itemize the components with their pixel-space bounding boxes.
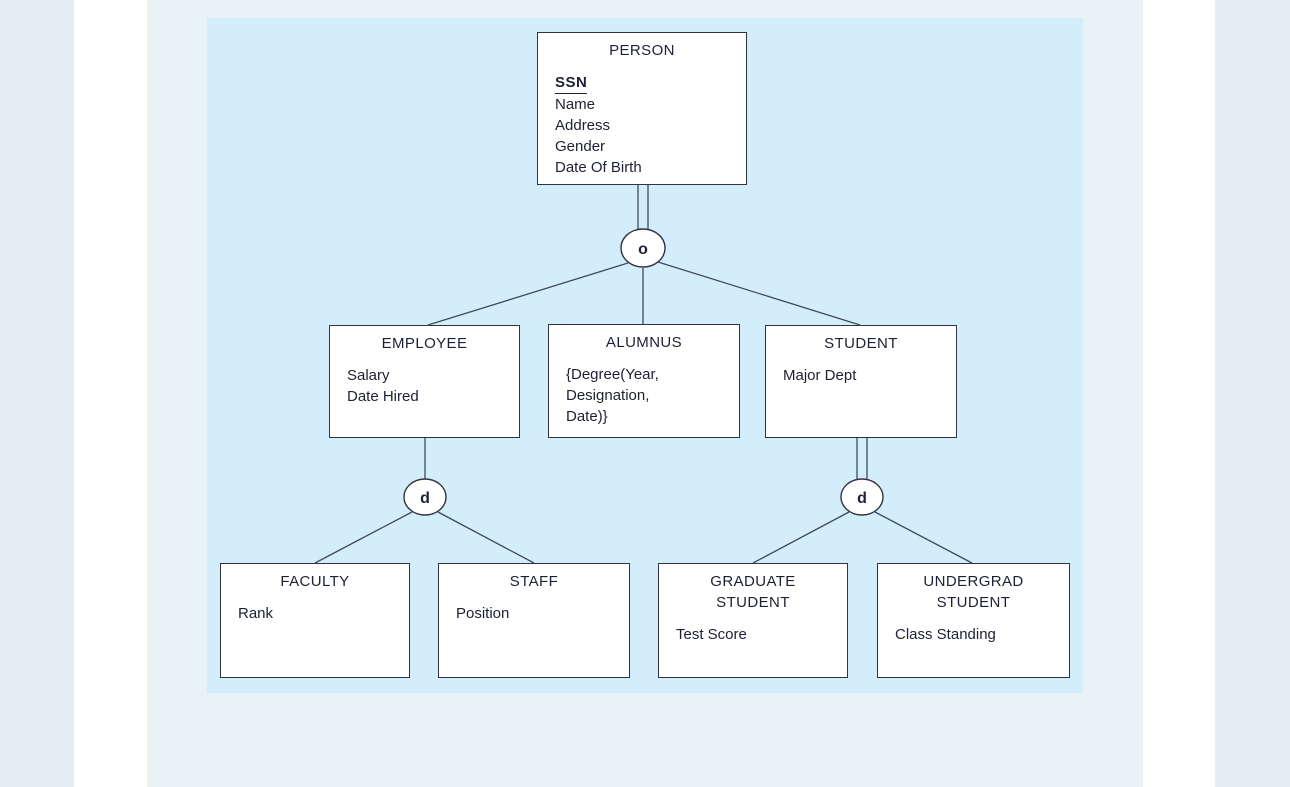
attribute-class-standing: Class Standing (895, 626, 996, 643)
entity-undergrad-student: UNDERGRAD STUDENT Class Standing (877, 563, 1070, 678)
o-to-employee-line (427, 262, 629, 326)
person-to-o-double-line (637, 185, 649, 229)
entity-staff-title: STAFF (509, 573, 559, 590)
attribute-ssn: SSN (555, 72, 588, 94)
entity-student: STUDENT Major Dept (765, 325, 957, 438)
entity-graduate-student: GRADUATE STUDENT Test Score (658, 563, 848, 678)
attribute-degree-line-2: Designation, (566, 387, 650, 404)
entity-alumnus: ALUMNUS {Degree(Year, Designation, Date)… (548, 324, 740, 438)
attribute-position: Position (456, 605, 510, 622)
entity-graduate-student-attributes: Test Score (659, 624, 847, 645)
d-to-graduate-line (752, 511, 850, 564)
entity-undergrad-student-attributes: Class Standing (878, 624, 1069, 645)
entity-undergrad-student-title: UNDERGRAD STUDENT (923, 573, 1024, 611)
overlap-circle: o (620, 228, 666, 268)
o-to-student-line (657, 261, 861, 326)
entity-faculty-attributes: Rank (221, 603, 409, 624)
attribute-name: Name (555, 96, 596, 113)
entity-employee-attributes: Salary Date Hired (330, 365, 519, 407)
entity-staff: STAFF Position (438, 563, 630, 678)
disjoint-circle-student: d (840, 478, 884, 516)
d-to-undergrad-line (874, 511, 973, 564)
entity-student-attributes: Major Dept (766, 365, 956, 386)
connector-lines-layer: o d d (314, 185, 973, 564)
attribute-date-hired: Date Hired (347, 388, 419, 405)
entity-alumnus-title: ALUMNUS (605, 334, 683, 351)
entity-employee-title: EMPLOYEE (381, 335, 468, 352)
student-to-d-double-line (856, 438, 868, 480)
entity-student-title: STUDENT (824, 335, 898, 352)
attribute-major-dept: Major Dept (783, 367, 857, 384)
eer-diagram-canvas: o d d PERSON SSN Name Address Gender Dat… (207, 18, 1083, 693)
d-to-faculty-line (314, 511, 413, 564)
entity-staff-attributes: Position (439, 603, 629, 624)
disjoint-circle-employee-symbol: d (420, 490, 430, 507)
entity-graduate-student-title: GRADUATE STUDENT (710, 573, 796, 611)
outer-margin-left (0, 0, 74, 787)
attribute-degree-line-1: {Degree(Year, (566, 366, 659, 383)
attribute-address: Address (555, 117, 611, 134)
overlap-circle-symbol: o (638, 241, 648, 258)
entity-alumnus-attributes: {Degree(Year, Designation, Date)} (549, 364, 739, 427)
outer-margin-right (1215, 0, 1290, 787)
disjoint-circle-employee: d (403, 478, 447, 516)
entity-faculty: FACULTY Rank (220, 563, 410, 678)
d-to-staff-line (437, 511, 535, 564)
attribute-salary: Salary (347, 367, 390, 384)
attribute-date-of-birth: Date Of Birth (555, 159, 642, 176)
disjoint-circle-student-symbol: d (857, 490, 867, 507)
entity-person-title: PERSON (609, 42, 675, 59)
attribute-test-score: Test Score (676, 626, 747, 643)
entity-person-attributes: SSN Name Address Gender Date Of Birth (538, 72, 746, 178)
entity-faculty-title: FACULTY (280, 573, 350, 590)
attribute-degree-line-3: Date)} (566, 408, 608, 425)
entity-person: PERSON SSN Name Address Gender Date Of B… (537, 32, 747, 185)
attribute-gender: Gender (555, 138, 606, 155)
attribute-rank: Rank (238, 605, 274, 622)
entity-employee: EMPLOYEE Salary Date Hired (329, 325, 520, 438)
